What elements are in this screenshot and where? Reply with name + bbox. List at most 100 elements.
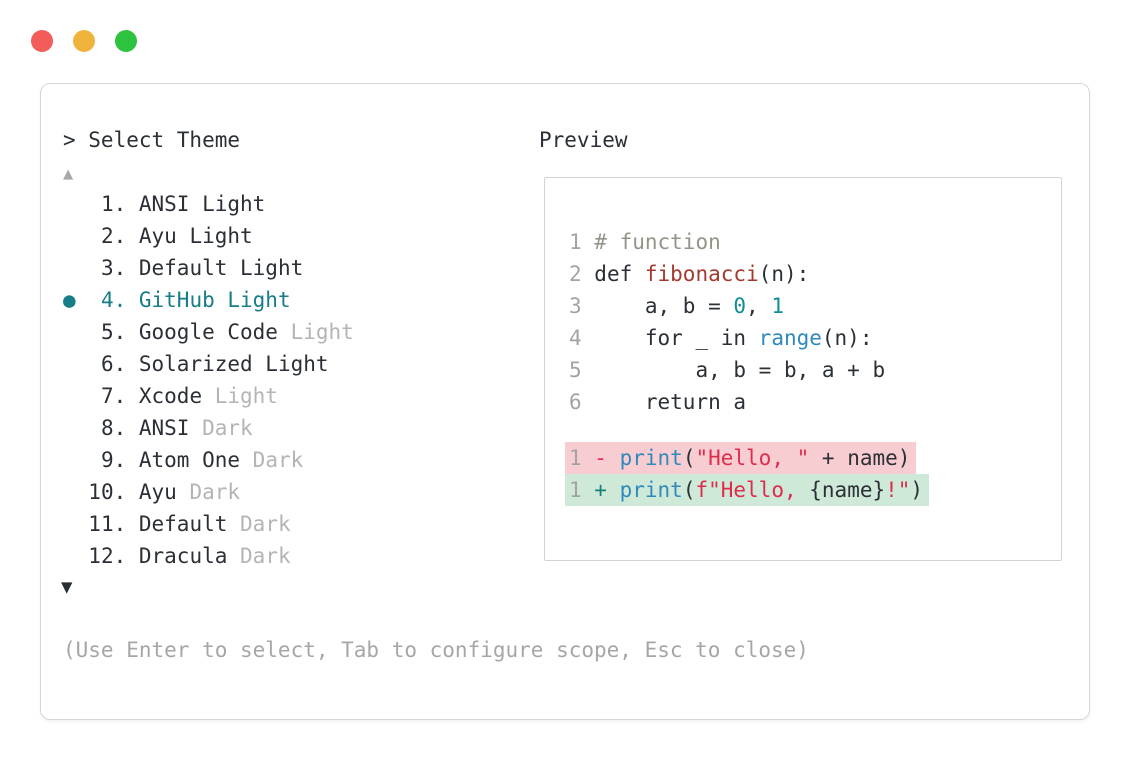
code-token: {name} — [809, 478, 886, 502]
theme-list-item-default[interactable]: 11. Default Dark — [63, 508, 354, 540]
code-token: 1 — [771, 294, 784, 318]
zoom-button[interactable] — [115, 30, 137, 52]
bullet-spacer — [63, 384, 88, 408]
theme-item-label: GitHub Light — [138, 288, 291, 312]
code-token: "Hello, " — [695, 446, 810, 470]
footer-hint: (Use Enter to select, Tab to configure s… — [63, 638, 809, 662]
code-token: + — [594, 478, 620, 502]
theme-item-label: Google Code — [138, 320, 278, 344]
bullet-spacer — [63, 320, 88, 344]
theme-item-number: 3. — [88, 256, 139, 280]
code-token: + name) — [809, 446, 911, 470]
code-token: - — [594, 446, 620, 470]
scroll-down-icon[interactable]: ▼ — [61, 576, 73, 598]
bullet-spacer — [63, 192, 88, 216]
diff-highlight-added: 1 + print(f"Hello, {name}!") — [565, 474, 930, 506]
theme-list-item-ayu[interactable]: 10. Ayu Dark — [63, 476, 354, 508]
theme-item-number: 12. — [88, 544, 139, 568]
theme-item-number: 11. — [88, 512, 139, 536]
bullet-spacer — [63, 544, 88, 568]
theme-item-label: ANSI Light — [138, 192, 266, 216]
code-token: ) — [910, 478, 924, 502]
theme-item-label: Solarized Light — [138, 352, 329, 376]
code-token: , — [746, 294, 772, 318]
select-theme-prompt: > Select Theme — [63, 128, 241, 152]
bullet-spacer — [63, 416, 88, 440]
diff-line-added: 1 + print(f"Hello, {name}!") — [565, 474, 1061, 506]
bullet-spacer — [63, 512, 88, 536]
theme-list-item-dracula[interactable]: 12. Dracula Dark — [63, 540, 354, 572]
code-token: (n): — [758, 262, 810, 286]
code-token: fibonacci — [644, 262, 759, 286]
minimize-button[interactable] — [73, 30, 95, 52]
code-line: 2 def fibonacci(n): — [569, 258, 1061, 290]
preview-title: Preview — [539, 128, 628, 152]
theme-item-label: ANSI — [138, 416, 190, 440]
line-number: 6 — [569, 390, 595, 414]
code-token: a, b = b, a + b — [594, 358, 886, 382]
bullet-spacer — [63, 480, 88, 504]
code-token: def — [594, 262, 645, 286]
theme-item-suffix: Dark — [227, 512, 291, 536]
line-number: 1 — [569, 446, 595, 470]
theme-list-item-ansi[interactable]: 8. ANSI Dark — [63, 412, 354, 444]
theme-item-suffix: Dark — [176, 480, 241, 504]
theme-item-label: Atom One — [138, 448, 241, 472]
diff-highlight-removed: 1 - print("Hello, " + name) — [565, 442, 917, 474]
window-controls — [31, 30, 137, 52]
line-number: 3 — [569, 294, 595, 318]
theme-item-label: Xcode — [138, 384, 203, 408]
bullet-spacer — [63, 256, 88, 280]
code-token: print — [619, 478, 683, 502]
close-button[interactable] — [31, 30, 53, 52]
theme-item-label: Default Light — [138, 256, 304, 280]
code-token: ( — [682, 478, 696, 502]
theme-item-label: Default — [138, 512, 228, 536]
theme-list-item-google-code[interactable]: 5. Google Code Light — [63, 316, 354, 348]
theme-item-suffix: Dark — [189, 416, 253, 440]
code-line: 6 return a — [569, 386, 1061, 418]
code-token: !" — [885, 478, 911, 502]
code-token: 0 — [733, 294, 747, 318]
theme-item-number: 4. — [88, 288, 139, 312]
code-line: 4 for _ in range(n): — [569, 322, 1061, 354]
theme-list-item-ayu-light[interactable]: 2. Ayu Light — [63, 220, 354, 252]
scroll-up-icon[interactable]: ▲ — [63, 164, 74, 184]
theme-list-item-ansi-light[interactable]: 1. ANSI Light — [63, 188, 354, 220]
theme-list: 1. ANSI Light 2. Ayu Light 3. Default Li… — [63, 188, 354, 572]
diff-line-removed: 1 - print("Hello, " + name) — [565, 442, 1061, 474]
line-number: 2 — [569, 262, 595, 286]
line-number: 1 — [569, 478, 595, 502]
theme-item-suffix: Light — [277, 320, 354, 344]
theme-item-number: 7. — [88, 384, 139, 408]
theme-item-suffix: Light — [202, 384, 278, 408]
code-token: for _ in — [594, 326, 759, 350]
theme-list-item-atom-one[interactable]: 9. Atom One Dark — [63, 444, 354, 476]
bullet-spacer — [63, 224, 88, 248]
code-line: 1 # function — [569, 226, 1061, 258]
theme-item-number: 6. — [88, 352, 139, 376]
theme-list-item-github-light[interactable]: ● 4. GitHub Light — [63, 284, 354, 316]
theme-item-number: 10. — [88, 480, 139, 504]
selected-bullet-icon: ● — [63, 288, 89, 312]
line-number: 4 — [569, 326, 595, 350]
theme-list-item-default-light[interactable]: 3. Default Light — [63, 252, 354, 284]
theme-list-item-xcode[interactable]: 7. Xcode Light — [63, 380, 354, 412]
code-line: 5 a, b = b, a + b — [569, 354, 1061, 386]
theme-item-suffix: Dark — [227, 544, 291, 568]
theme-item-label: Ayu Light — [138, 224, 253, 248]
theme-item-suffix: Dark — [240, 448, 304, 472]
theme-list-item-solarized-light[interactable]: 6. Solarized Light — [63, 348, 354, 380]
theme-item-number: 2. — [88, 224, 139, 248]
bullet-spacer — [63, 448, 88, 472]
code-token: return a — [594, 390, 747, 414]
code-line: 3 a, b = 0, 1 — [569, 290, 1061, 322]
line-number: 5 — [569, 358, 595, 382]
code-token: range — [758, 326, 822, 350]
blank-line — [569, 418, 1061, 442]
theme-item-number: 9. — [88, 448, 139, 472]
theme-item-number: 8. — [88, 416, 139, 440]
theme-selector-panel: > Select Theme ▲ 1. ANSI Light 2. Ayu Li… — [40, 83, 1090, 720]
theme-item-number: 1. — [88, 192, 139, 216]
